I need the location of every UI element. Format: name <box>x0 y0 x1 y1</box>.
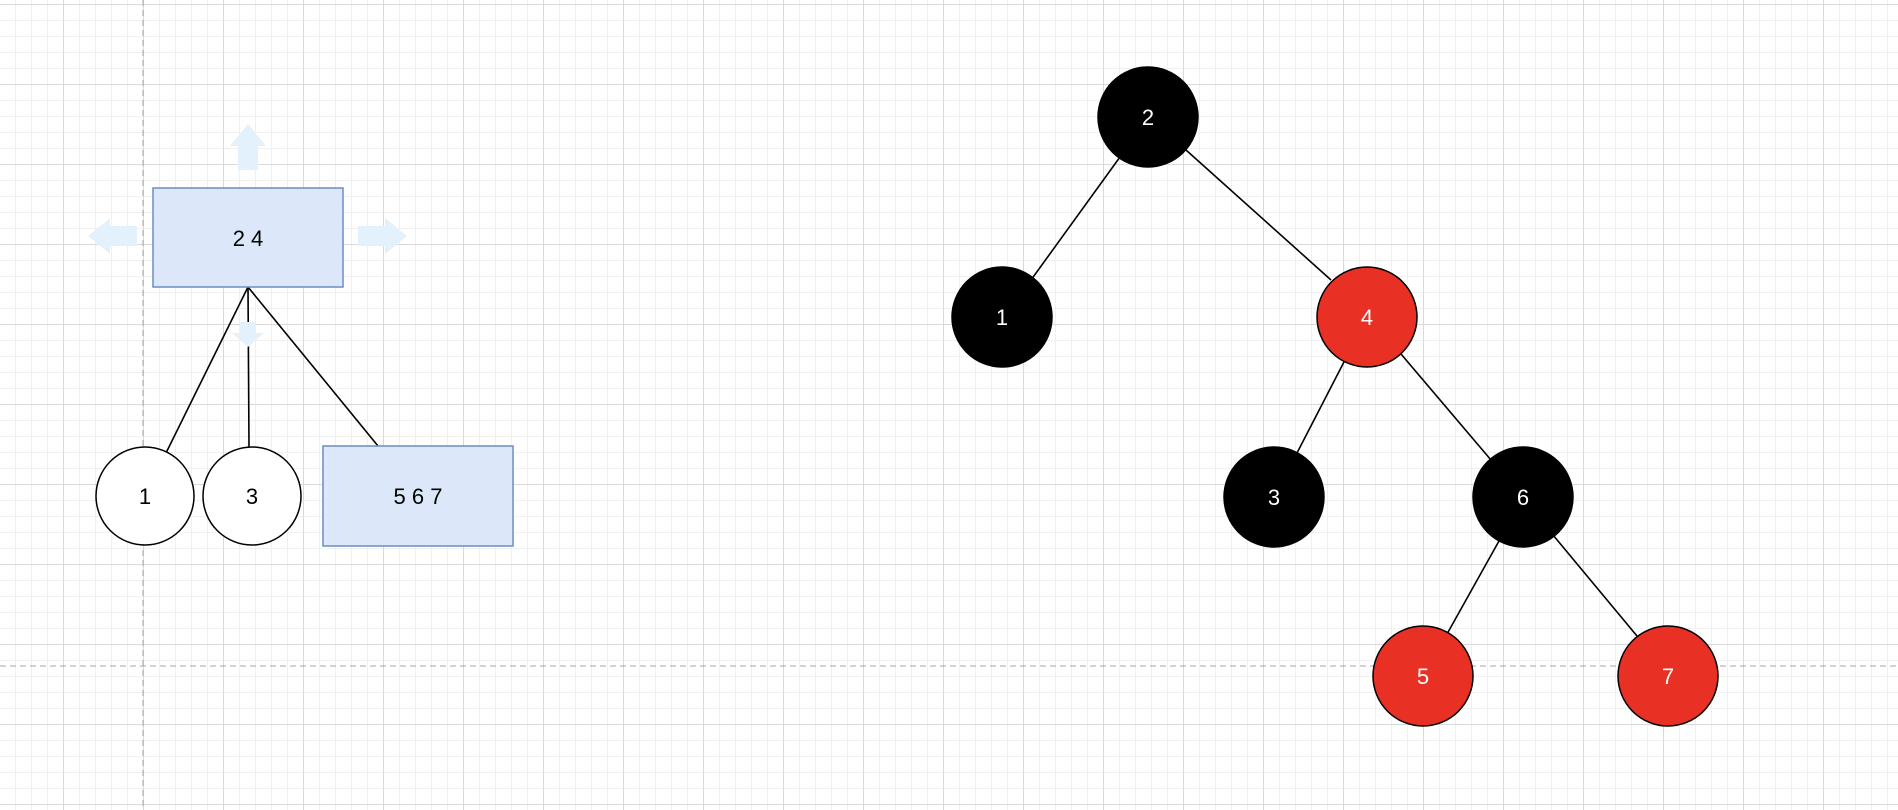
node-234-child-1[interactable]: 1 <box>95 446 195 546</box>
rb-node-4-label: 4 <box>1361 305 1373 330</box>
rb-node-7-label: 7 <box>1662 664 1674 689</box>
rb-node-4[interactable]: 4 <box>1316 266 1418 368</box>
edge-234-root-to-1 <box>165 286 249 454</box>
edge-rb-4-3 <box>1296 359 1346 454</box>
rb-node-3-label: 3 <box>1268 485 1280 510</box>
rb-node-1-label: 1 <box>996 305 1008 330</box>
node-234-child-1-label: 1 <box>139 484 151 509</box>
node-234-child-567[interactable]: 5 6 7 <box>322 445 514 547</box>
rb-node-5-label: 5 <box>1417 664 1429 689</box>
connect-arrow-right-icon[interactable] <box>358 218 407 254</box>
node-234-child-3[interactable]: 3 <box>202 446 302 546</box>
rb-node-7[interactable]: 7 <box>1617 625 1719 727</box>
connect-arrow-left-icon[interactable] <box>88 218 137 254</box>
rb-node-6-label: 6 <box>1517 485 1529 510</box>
connect-arrow-down-icon[interactable] <box>232 322 264 347</box>
rb-node-3[interactable]: 3 <box>1223 446 1325 548</box>
rb-node-5[interactable]: 5 <box>1372 625 1474 727</box>
edge-rb-2-1 <box>1030 156 1121 281</box>
edge-rb-4-6 <box>1400 353 1492 461</box>
edge-234-root-to-3 <box>247 286 250 448</box>
node-234-root[interactable]: 2 4 <box>152 187 344 288</box>
rb-node-6[interactable]: 6 <box>1472 446 1574 548</box>
rb-node-2-label: 2 <box>1142 105 1154 130</box>
edge-rb-6-7 <box>1552 534 1638 637</box>
edge-234-root-to-567 <box>247 286 379 447</box>
node-234-child-567-label: 5 6 7 <box>394 484 443 509</box>
connect-arrow-up-icon[interactable] <box>230 124 266 170</box>
node-234-root-label: 2 4 <box>233 226 264 251</box>
rb-node-2[interactable]: 2 <box>1097 66 1199 168</box>
rb-node-1[interactable]: 1 <box>951 266 1053 368</box>
edge-rb-6-5 <box>1446 540 1500 635</box>
node-234-child-3-label: 3 <box>246 484 258 509</box>
edge-rb-2-4 <box>1185 149 1332 281</box>
